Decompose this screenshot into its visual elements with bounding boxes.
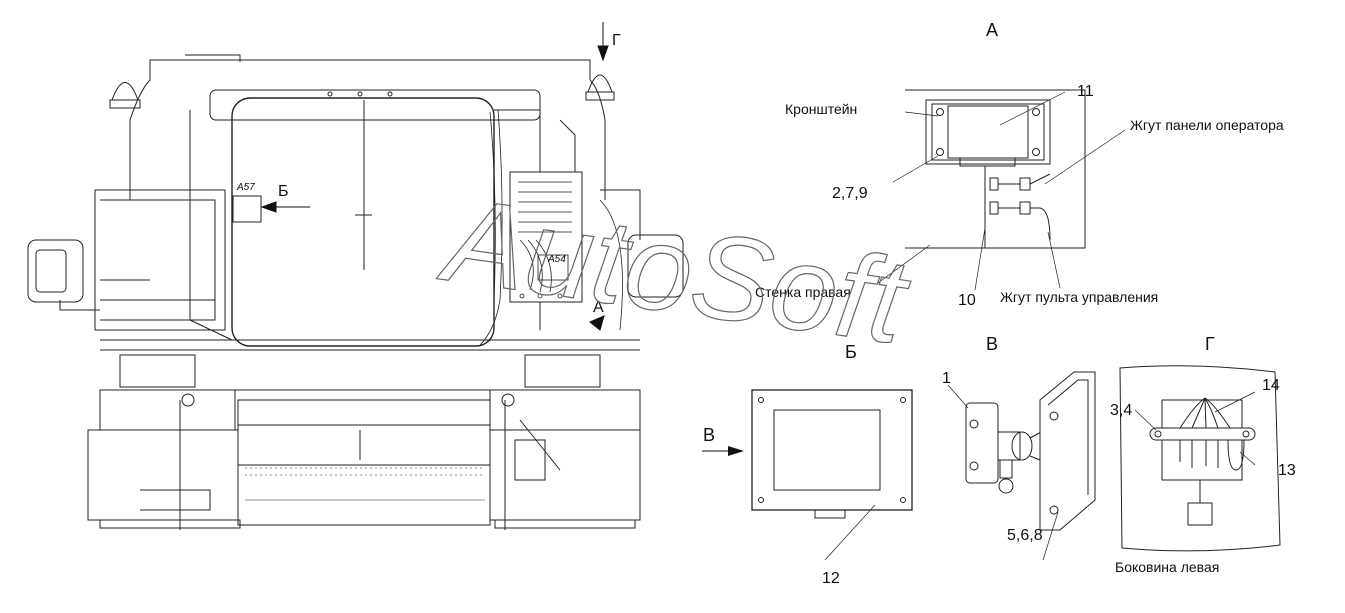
operator-harness-label: Жгут панели оператора [1130, 117, 1284, 133]
view-g-drawing [1119, 365, 1281, 552]
view-v-drawing [947, 371, 1096, 561]
view-v-title: В [986, 334, 998, 354]
callout-10: 10 [958, 292, 976, 309]
callout-3-4: 3,4 [1110, 402, 1132, 419]
view-b-arrow [728, 446, 744, 456]
console-harness-label: Жгут пульта управления [1000, 289, 1158, 305]
callout-2-7-9: 2,7,9 [832, 185, 868, 202]
callout-14: 14 [1262, 377, 1280, 394]
arrow-b-label: Б [278, 183, 289, 200]
a57-label: А57 [236, 182, 255, 193]
view-a-drawing [877, 89, 1126, 291]
view-b-drawing [702, 389, 913, 561]
right-wall-label: Стенка правая [755, 284, 851, 300]
callout-11: 11 [1077, 83, 1094, 100]
callout-1: 1 [942, 370, 951, 387]
view-g-title: Г [1205, 334, 1215, 354]
arrow-g-label: Г [612, 32, 621, 49]
a54-label: А54 [547, 254, 566, 265]
arrow-a-label: А [593, 299, 604, 316]
callout-13: 13 [1278, 462, 1296, 479]
left-side-label: Боковина левая [1115, 559, 1219, 575]
bracket-label: Кронштейн [785, 101, 857, 117]
main-view-arrows [260, 22, 609, 331]
view-a-title: А [986, 20, 998, 40]
callout-5-6-8: 5,6,8 [1007, 527, 1043, 544]
callout-12: 12 [822, 570, 840, 587]
main-view-combine [27, 54, 684, 530]
view-b-title: Б [845, 342, 857, 362]
arrow-v-label: В [703, 425, 715, 445]
